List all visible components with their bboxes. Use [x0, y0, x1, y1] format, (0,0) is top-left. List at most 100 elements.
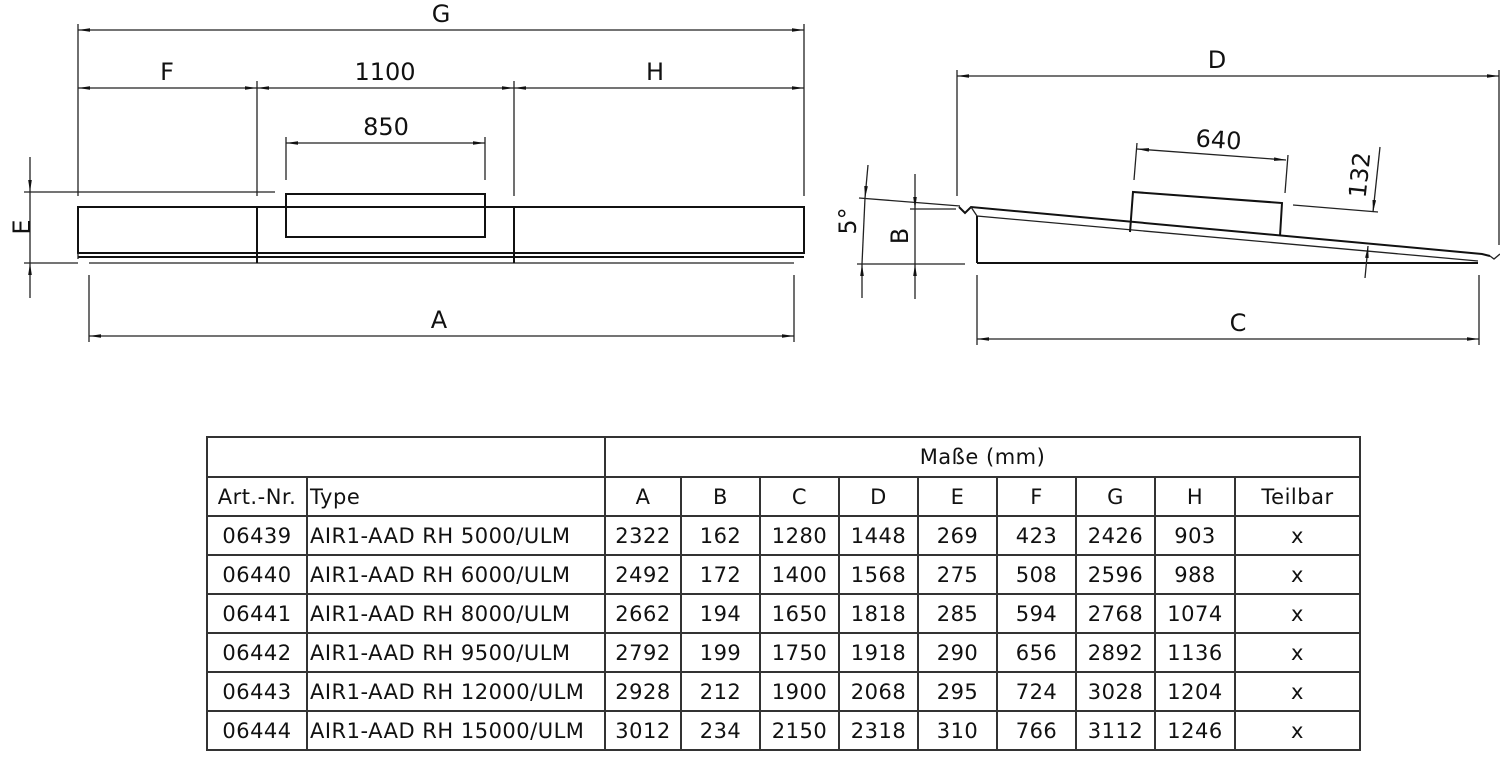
- column-header-g: G: [1075, 476, 1156, 517]
- label-1100: 1100: [354, 58, 415, 86]
- label-e: E: [8, 219, 36, 234]
- cell-a: 2492: [604, 554, 682, 595]
- column-header-e: E: [917, 476, 998, 517]
- cell-type: AIR1-AAD RH 15000/ULM: [306, 710, 606, 751]
- cell-b: 199: [680, 632, 761, 673]
- column-header-h: H: [1154, 476, 1236, 517]
- cell-h: 1204: [1154, 671, 1236, 712]
- cell-art-nr: 06439: [206, 515, 308, 556]
- cell-d: 2318: [838, 710, 919, 751]
- cell-b: 234: [680, 710, 761, 751]
- cell-art-nr: 06440: [206, 554, 308, 595]
- cell-d: 1918: [838, 632, 919, 673]
- header-blank-cell: [206, 436, 606, 478]
- cell-a: 3012: [604, 710, 682, 751]
- angle-reference-line: [858, 197, 961, 207]
- cell-c: 2150: [759, 710, 840, 751]
- cell-b: 172: [680, 554, 761, 595]
- column-header-a: A: [604, 476, 682, 517]
- label-a: A: [431, 306, 448, 334]
- plate-640: [1129, 190, 1284, 237]
- top-view: G F 1100 H 850 E A: [8, 0, 805, 342]
- dimension-arrow-132-bottom: [1364, 245, 1369, 279]
- label-850: 850: [363, 113, 409, 141]
- cell-h: 1246: [1154, 710, 1236, 751]
- label-d: D: [1208, 46, 1226, 74]
- cell-b: 212: [680, 671, 761, 712]
- extension-line-640-right: [1284, 154, 1289, 194]
- cell-e: 310: [917, 710, 998, 751]
- dimension-line-angle: [861, 197, 866, 265]
- cell-art-nr: 06442: [206, 632, 308, 673]
- cell-f: 724: [996, 671, 1077, 712]
- cell-g: 2768: [1075, 593, 1156, 634]
- column-header-type: Type: [306, 476, 606, 517]
- ramp-tip: [1489, 253, 1500, 260]
- cell-c: 1280: [759, 515, 840, 556]
- cell-d: 1448: [838, 515, 919, 556]
- cell-art-nr: 06441: [206, 593, 308, 634]
- header-masse: Maße (mm): [604, 436, 1361, 478]
- cell-type: AIR1-AAD RH 6000/ULM: [306, 554, 606, 595]
- cell-d: 1818: [838, 593, 919, 634]
- cell-g: 2892: [1075, 632, 1156, 673]
- cell-e: 295: [917, 671, 998, 712]
- cell-teilbar: x: [1234, 671, 1361, 712]
- cell-type: AIR1-AAD RH 5000/ULM: [306, 515, 606, 556]
- cell-f: 508: [996, 554, 1077, 595]
- cell-teilbar: x: [1234, 593, 1361, 634]
- side-view: D 640 132 5° B C: [834, 46, 1500, 345]
- cell-b: 162: [680, 515, 761, 556]
- ramp-top-surface: [958, 205, 1491, 257]
- cell-h: 1136: [1154, 632, 1236, 673]
- cell-e: 275: [917, 554, 998, 595]
- column-header-art-nr: Art.-Nr.: [206, 476, 308, 517]
- cell-d: 1568: [838, 554, 919, 595]
- cell-e: 285: [917, 593, 998, 634]
- label-132: 132: [1344, 151, 1377, 199]
- cell-h: 988: [1154, 554, 1236, 595]
- cell-g: 3112: [1075, 710, 1156, 751]
- cell-art-nr: 06444: [206, 710, 308, 751]
- plate-850: [285, 193, 486, 238]
- cell-type: AIR1-AAD RH 9500/ULM: [306, 632, 606, 673]
- table-group-header-row: Maße (mm): [206, 436, 1361, 478]
- column-header-f: F: [996, 476, 1077, 517]
- column-header-b: B: [680, 476, 761, 517]
- cell-teilbar: x: [1234, 515, 1361, 556]
- column-header-teilbar: Teilbar: [1234, 476, 1361, 517]
- cell-teilbar: x: [1234, 554, 1361, 595]
- dimension-line-640: [1136, 148, 1287, 161]
- cell-art-nr: 06443: [206, 671, 308, 712]
- cell-c: 1900: [759, 671, 840, 712]
- label-b: B: [886, 228, 914, 244]
- cell-a: 2662: [604, 593, 682, 634]
- cell-b: 194: [680, 593, 761, 634]
- extension-line-132: [1292, 204, 1379, 213]
- dimension-arrow-132-top: [1372, 146, 1381, 213]
- cell-type: AIR1-AAD RH 12000/ULM: [306, 671, 606, 712]
- cell-h: 903: [1154, 515, 1236, 556]
- column-header-d: D: [838, 476, 919, 517]
- label-h: H: [646, 58, 664, 86]
- cell-f: 423: [996, 515, 1077, 556]
- cell-c: 1650: [759, 593, 840, 634]
- cell-d: 2068: [838, 671, 919, 712]
- cell-e: 269: [917, 515, 998, 556]
- cell-a: 2792: [604, 632, 682, 673]
- ramp-body-top: [77, 206, 805, 254]
- dimension-arrow-angle-top: [864, 164, 869, 199]
- cell-type: AIR1-AAD RH 8000/ULM: [306, 593, 606, 634]
- cell-c: 1750: [759, 632, 840, 673]
- cell-f: 766: [996, 710, 1077, 751]
- cell-f: 594: [996, 593, 1077, 634]
- cell-teilbar: x: [1234, 710, 1361, 751]
